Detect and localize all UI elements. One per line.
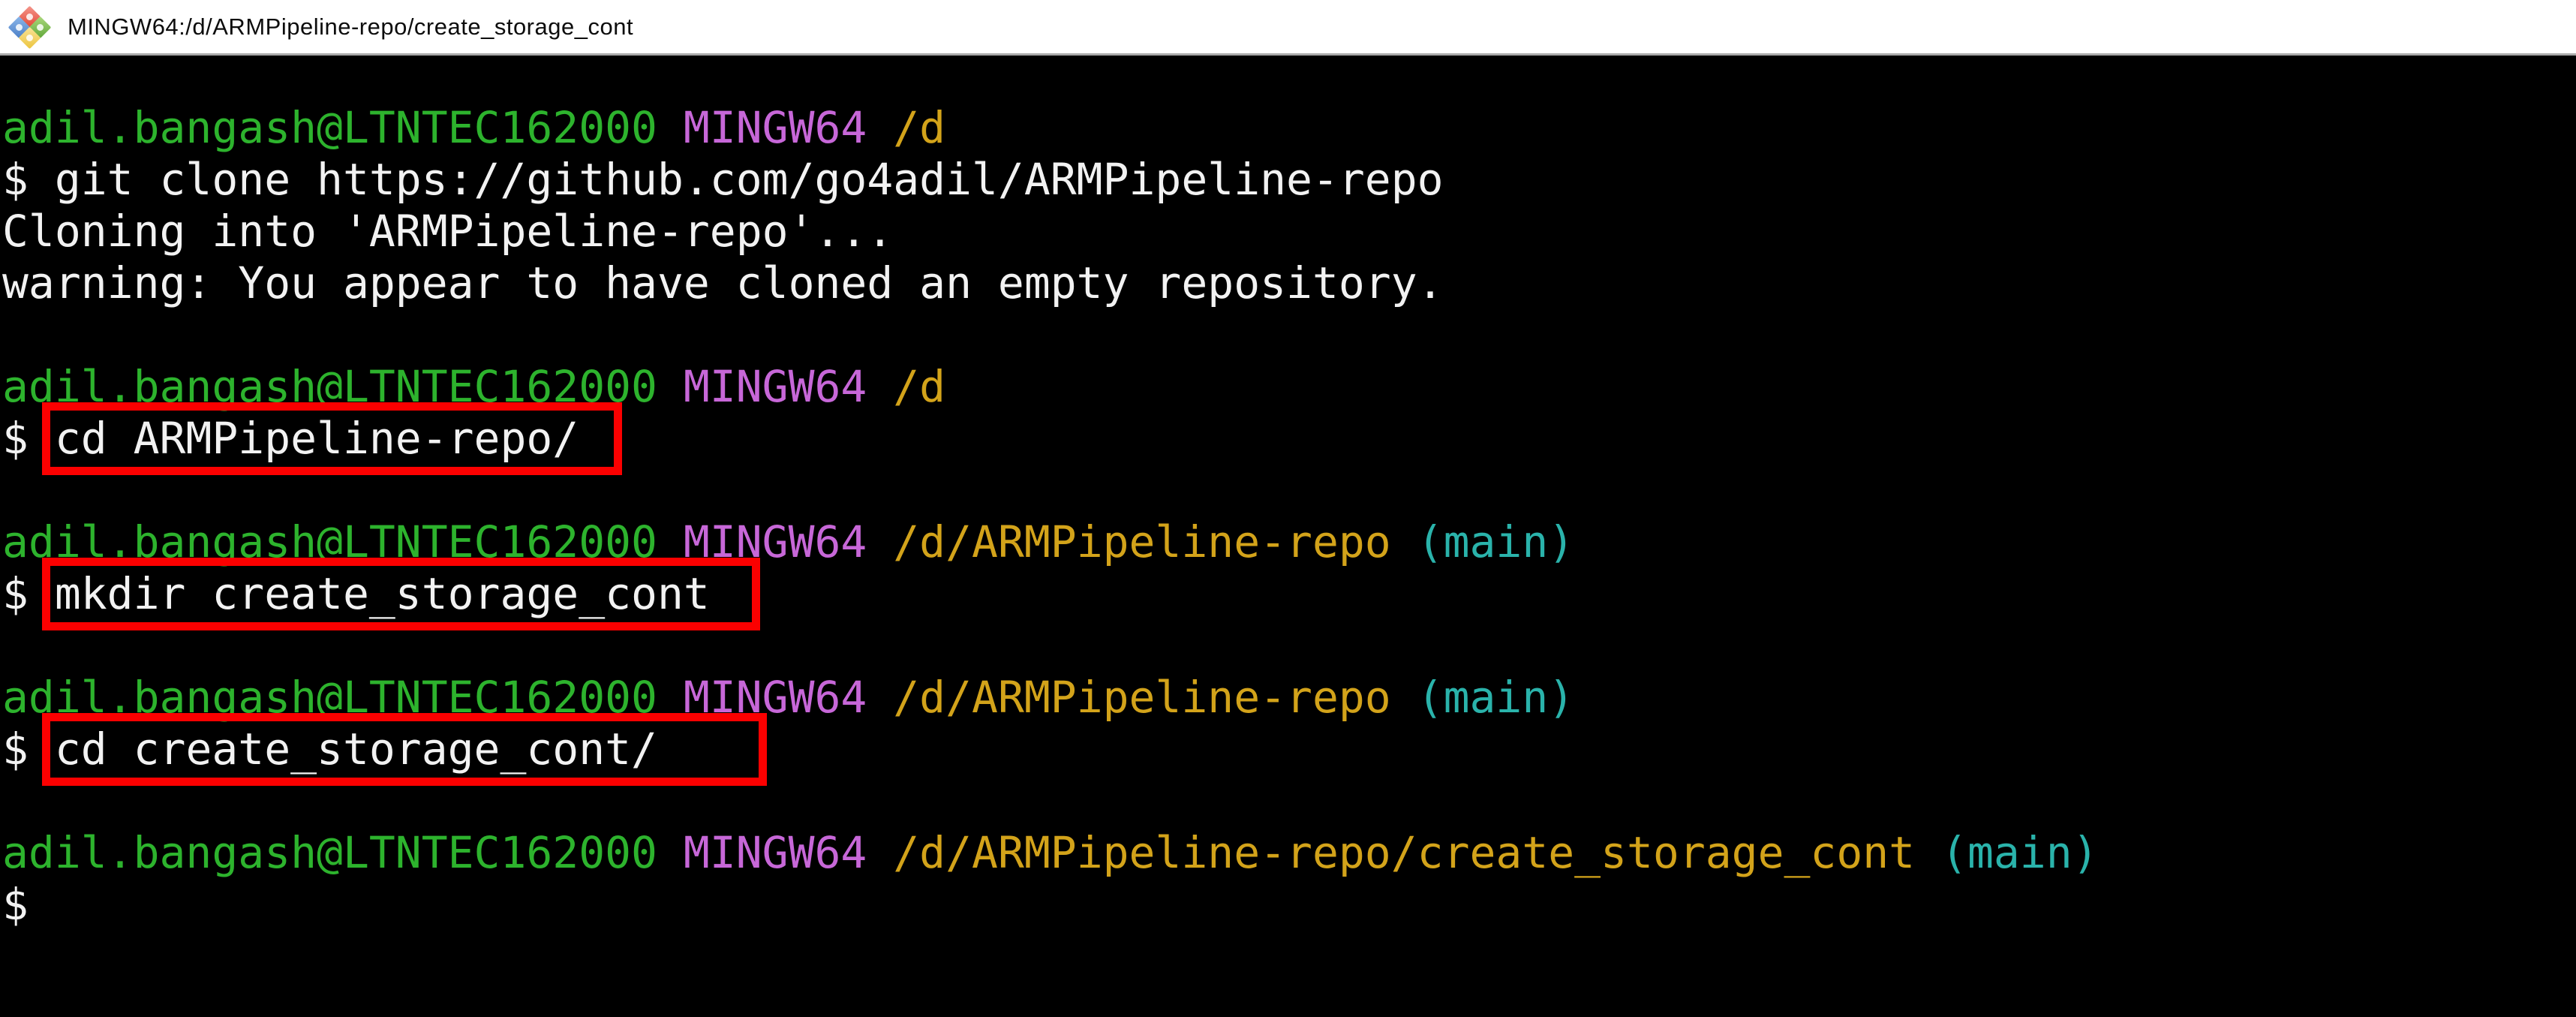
terminal-text: [1391, 672, 1417, 723]
prompt-dollar: $: [2, 879, 29, 930]
terminal-text: [867, 672, 893, 723]
prompt-dollar: $: [2, 568, 55, 619]
prompt-path: /d/ARMPipeline-repo: [893, 516, 1391, 567]
terminal-text: [1915, 827, 1941, 878]
terminal-text: [657, 102, 684, 153]
git-bash-icon[interactable]: [8, 5, 52, 49]
prompt-git-branch: (main): [1417, 516, 1575, 567]
terminal-text: [657, 827, 684, 878]
prompt-git-branch: (main): [1417, 672, 1575, 723]
prompt-dollar: $: [2, 413, 55, 464]
prompt-path: /d/ARMPipeline-repo: [893, 672, 1391, 723]
terminal-text: [867, 516, 893, 567]
terminal-line: adil.bangash@LTNTEC162000 MINGW64 /d/ARM…: [2, 827, 2576, 879]
prompt-platform: MINGW64: [683, 102, 867, 153]
terminal-line: Cloning into 'ARMPipeline-repo'...: [2, 206, 2576, 257]
terminal-text: [867, 827, 893, 878]
command-cd-storage-cont-red-annotation-box: cd create_storage_cont/: [41, 713, 767, 786]
command-mkdir-red-annotation-box: mkdir create_storage_cont: [41, 558, 760, 630]
prompt-user-host: adil.bangash@LTNTEC162000: [2, 102, 657, 153]
prompt-dollar: $: [2, 724, 55, 775]
prompt-path: /d: [893, 361, 946, 412]
command-cd-repo-red-annotation-box: cd ARMPipeline-repo/: [41, 402, 623, 475]
prompt-platform: MINGW64: [683, 827, 867, 878]
terminal-line: $: [2, 879, 2576, 931]
terminal-line: warning: You appear to have cloned an em…: [2, 257, 2576, 309]
terminal-text: [657, 361, 684, 412]
terminal-line: $ git clone https://github.com/go4adil/A…: [2, 154, 2576, 206]
output-warning: warning: You appear to have cloned an em…: [2, 257, 1444, 308]
prompt-path: /d/ARMPipeline-repo/create_storage_cont: [893, 827, 1916, 878]
window-title: MINGW64:/d/ARMPipeline-repo/create_stora…: [68, 13, 634, 40]
terminal-line: [2, 309, 2576, 361]
terminal-output[interactable]: adil.bangash@LTNTEC162000 MINGW64 /d$ gi…: [0, 56, 2576, 1015]
terminal-line: adil.bangash@LTNTEC162000 MINGW64 /d: [2, 102, 2576, 154]
prompt-path: /d: [893, 102, 946, 153]
terminal-text: [867, 361, 893, 412]
window-titlebar[interactable]: MINGW64:/d/ARMPipeline-repo/create_stora…: [0, 0, 2576, 56]
prompt-platform: MINGW64: [683, 361, 867, 412]
terminal-text: [1391, 516, 1417, 567]
command-git-clone: $ git clone https://github.com/go4adil/A…: [2, 154, 1444, 205]
prompt-user-host: adil.bangash@LTNTEC162000: [2, 827, 657, 878]
terminal-line: $ mkdir create_storage_cont: [2, 558, 2576, 630]
terminal-text: [867, 102, 893, 153]
output-cloning: Cloning into 'ARMPipeline-repo'...: [2, 206, 894, 257]
terminal-line: $ cd ARMPipeline-repo/: [2, 402, 2576, 475]
terminal-line: $ cd create_storage_cont/: [2, 713, 2576, 786]
prompt-git-branch: (main): [1941, 827, 2099, 878]
